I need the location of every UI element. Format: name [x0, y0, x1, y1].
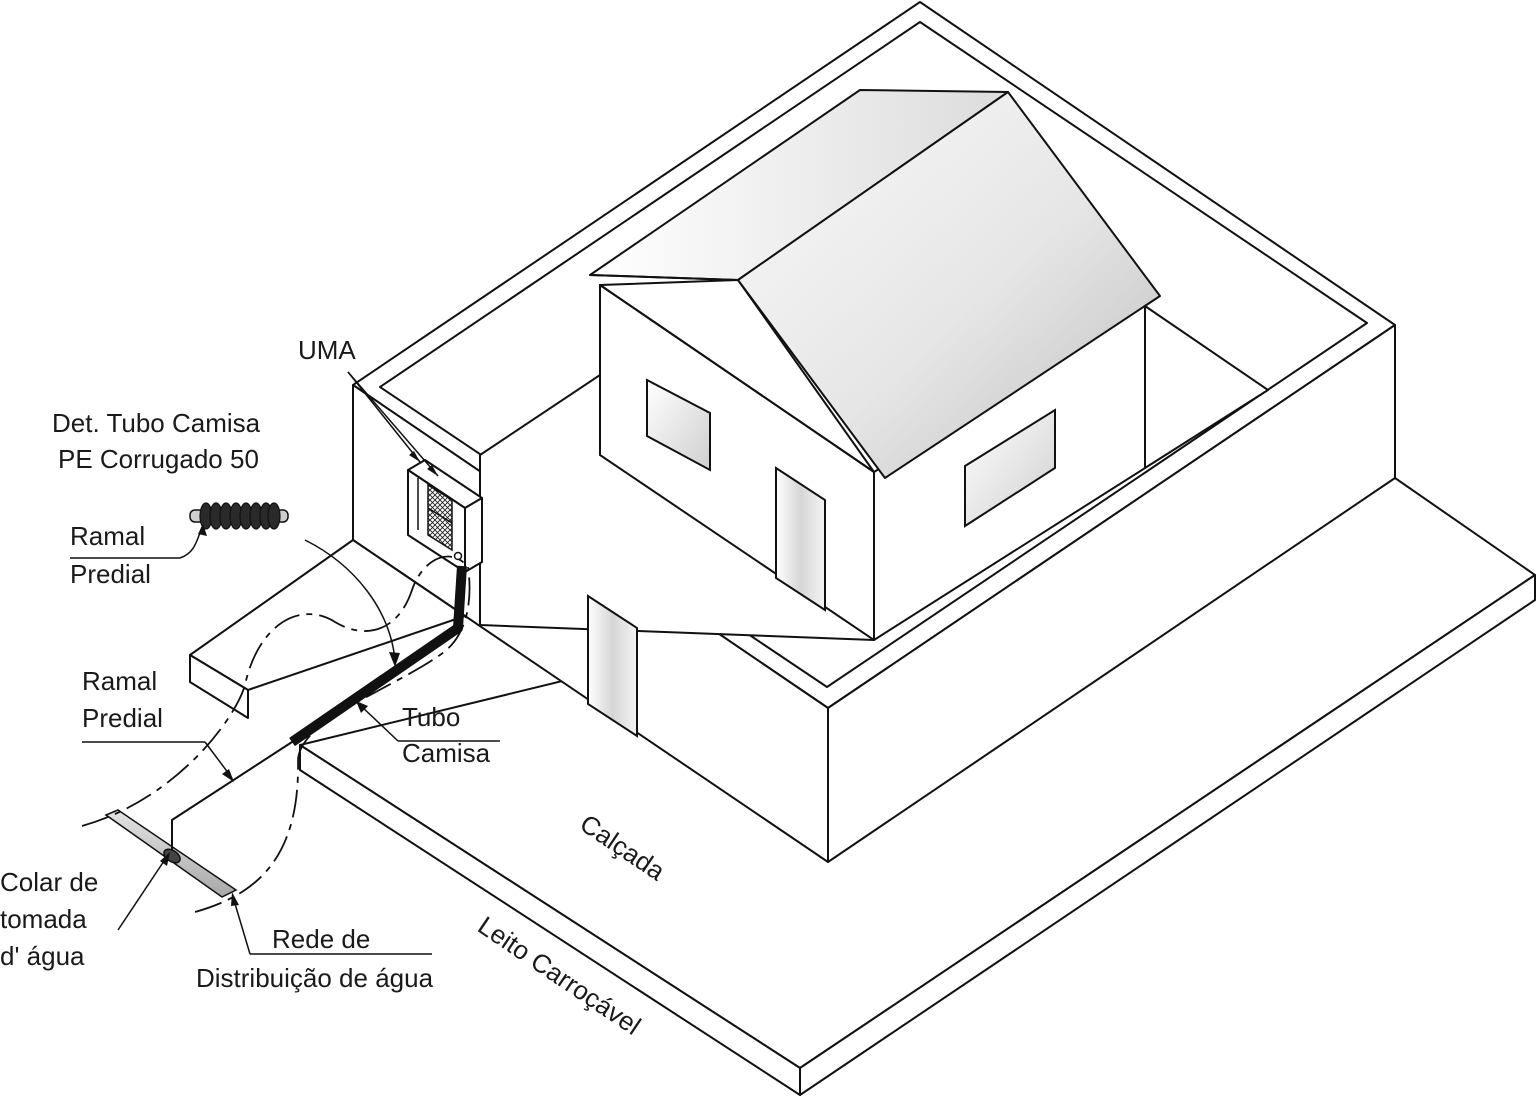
label-colar-line2: tomada [0, 904, 87, 934]
label-tubo-line1: Tubo [402, 702, 460, 732]
house-door [775, 466, 826, 612]
labels: UMA Det. Tubo Camisa PE Corrugado 50 Ram… [0, 335, 671, 1041]
leader-lines [70, 371, 500, 955]
trench-boundary [81, 555, 471, 913]
house [479, 89, 1269, 641]
label-tubo-line2: Camisa [402, 738, 491, 768]
corrugated-sleeve-detail [189, 502, 289, 530]
house-window-right [964, 408, 1056, 528]
water-pipes [104, 551, 467, 898]
label-rede-line2: Distribuição de água [196, 963, 434, 993]
label-rede-line1: Rede de [272, 924, 370, 954]
label-uma: UMA [298, 335, 356, 365]
house-window-left [646, 378, 711, 472]
left-ledge [189, 539, 466, 719]
label-detail-line2: PE Corrugado 50 [58, 444, 259, 474]
label-ramal-line2: Predial [82, 703, 163, 733]
label-ramal-detail-line2: Predial [70, 559, 151, 589]
front-wall-door [587, 594, 638, 738]
label-colar-line3: d' água [0, 941, 85, 971]
sleeve-pipe [289, 565, 467, 747]
label-ramal-line1: Ramal [82, 666, 157, 696]
label-ramal-detail-line1: Ramal [70, 521, 145, 551]
label-colar-line1: Colar de [0, 867, 98, 897]
label-detail-line1: Det. Tubo Camisa [52, 408, 261, 438]
